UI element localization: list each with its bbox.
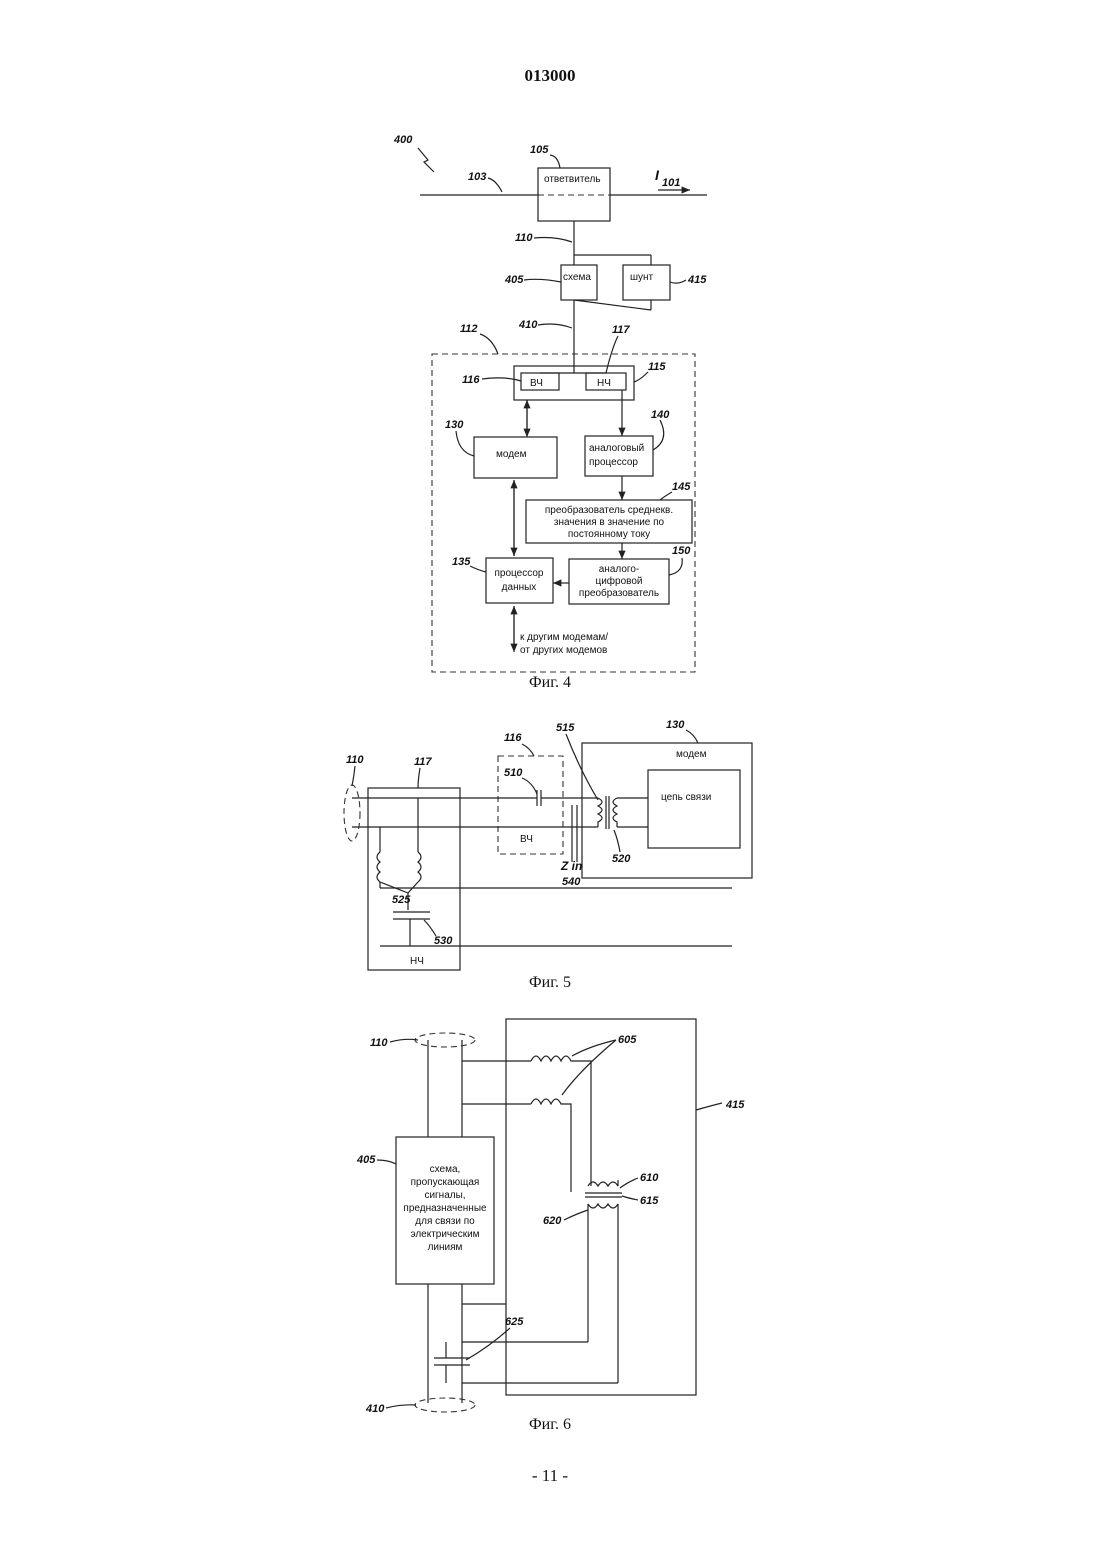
lf-label: НЧ xyxy=(597,378,611,389)
ref-415: 415 xyxy=(687,274,707,286)
fig5-ref-530: 530 xyxy=(434,935,453,947)
ref-112: 112 xyxy=(460,323,478,335)
ref-105: 105 xyxy=(530,144,549,156)
figure-6: 415 110 410 схема, пропускающая сигналы,… xyxy=(356,1019,745,1415)
fig5-ref-520: 520 xyxy=(612,853,631,865)
fig6-ref-410: 410 xyxy=(365,1403,385,1415)
fig6-circuit-line2: пропускающая xyxy=(411,1177,480,1188)
ref-145: 145 xyxy=(672,481,691,493)
comm-circuit-box xyxy=(648,770,740,848)
fig6-circuit-line7: линиям xyxy=(428,1242,463,1253)
fig5-caption: Фиг. 5 xyxy=(0,974,1100,992)
ref-115: 115 xyxy=(648,361,666,373)
ref-410: 410 xyxy=(518,319,538,331)
adc-line2: цифровой xyxy=(595,575,642,587)
fig5-ref-110: 110 xyxy=(346,754,364,766)
ref-103: 103 xyxy=(468,171,486,183)
coupler-label: ответвитель xyxy=(544,174,601,185)
ref-130: 130 xyxy=(445,419,464,431)
analog-processor-line1: аналоговый xyxy=(589,443,644,454)
fig5-cable-110-ellipse xyxy=(344,785,360,841)
z-in-label: Z in xyxy=(560,859,582,873)
fig6-circuit-line5: для связи по xyxy=(415,1216,475,1227)
fig6-circuit-line4: предназначенные xyxy=(403,1203,487,1214)
figure-5: модем 130 цепь связи ВЧ 116 515 510 xyxy=(344,719,752,970)
fig5-modem-label: модем xyxy=(676,749,707,760)
data-processor-135-box xyxy=(486,558,553,603)
fig4-caption: Фиг. 4 xyxy=(0,674,1100,692)
fig5-ref-510: 510 xyxy=(504,767,523,779)
fig5-ref-525: 525 xyxy=(392,894,411,906)
rms-converter-line1: преобразователь среднекв. xyxy=(545,504,673,516)
fig5-ref-540: 540 xyxy=(562,876,581,888)
circuit-label: схема xyxy=(563,272,591,283)
hf-label: ВЧ xyxy=(530,378,543,389)
rms-converter-line2: значения в значение по xyxy=(554,517,665,528)
ref-101: 101 xyxy=(662,177,680,189)
fig6-ref-110: 110 xyxy=(370,1037,388,1049)
ref-405: 405 xyxy=(504,274,524,286)
fig6-circuit-line6: электрическим xyxy=(410,1229,479,1240)
fig6-ref-620: 620 xyxy=(543,1215,562,1227)
fig6-ref-615: 615 xyxy=(640,1195,659,1207)
fig5-ref-515: 515 xyxy=(556,722,575,734)
data-processor-line1: процессор xyxy=(495,568,544,579)
shunt-label: шунт xyxy=(630,272,654,283)
fig5-ref-116: 116 xyxy=(504,732,522,744)
figure-4: 400 103 ответвитель 105 I 101 110 xyxy=(393,134,707,672)
fig5-lf-label: НЧ xyxy=(410,956,424,967)
fig6-cable-110-ellipse xyxy=(415,1033,475,1047)
ref-140: 140 xyxy=(651,409,670,421)
ref-110: 110 xyxy=(515,232,533,244)
fig6-cable-410-ellipse xyxy=(415,1398,475,1412)
adc-line3: преобразователь xyxy=(579,587,659,599)
fig6-ref-405: 405 xyxy=(356,1154,376,1166)
to-other-modems-line1: к другим модемам/ xyxy=(520,632,608,643)
analog-processor-line2: процессор xyxy=(589,457,638,468)
fig5-hf-label: ВЧ xyxy=(520,834,533,845)
data-processor-line2: данных xyxy=(502,582,537,593)
to-other-modems-line2: от других модемов xyxy=(520,645,607,656)
analog-processor-140-box xyxy=(585,436,653,476)
fig5-ref-130: 130 xyxy=(666,719,685,731)
page-number: - 11 - xyxy=(0,1466,1100,1486)
rms-converter-line3: постоянному току xyxy=(568,529,650,540)
adc-line1: аналого- xyxy=(599,564,639,575)
ref-400-arrow xyxy=(418,148,434,172)
fig6-caption: Фиг. 6 xyxy=(0,1416,1100,1434)
comm-circuit-label: цепь связи xyxy=(661,792,711,803)
ref-117: 117 xyxy=(612,324,630,336)
ref-116: 116 xyxy=(462,374,480,386)
fig6-circuit-line1: схема, xyxy=(430,1164,461,1175)
fig6-circuit-line3: сигналы, xyxy=(424,1190,465,1201)
ref-400: 400 xyxy=(393,134,413,146)
ref-135: 135 xyxy=(452,556,471,568)
current-symbol: I xyxy=(655,167,660,183)
fig6-ref-415: 415 xyxy=(725,1099,745,1111)
ref-150: 150 xyxy=(672,545,691,557)
fig5-ref-117: 117 xyxy=(414,756,432,768)
fig6-ref-605: 605 xyxy=(618,1034,637,1046)
fig6-ref-625: 625 xyxy=(505,1316,524,1328)
modem-label: модем xyxy=(496,449,527,460)
fig6-ref-610: 610 xyxy=(640,1172,659,1184)
